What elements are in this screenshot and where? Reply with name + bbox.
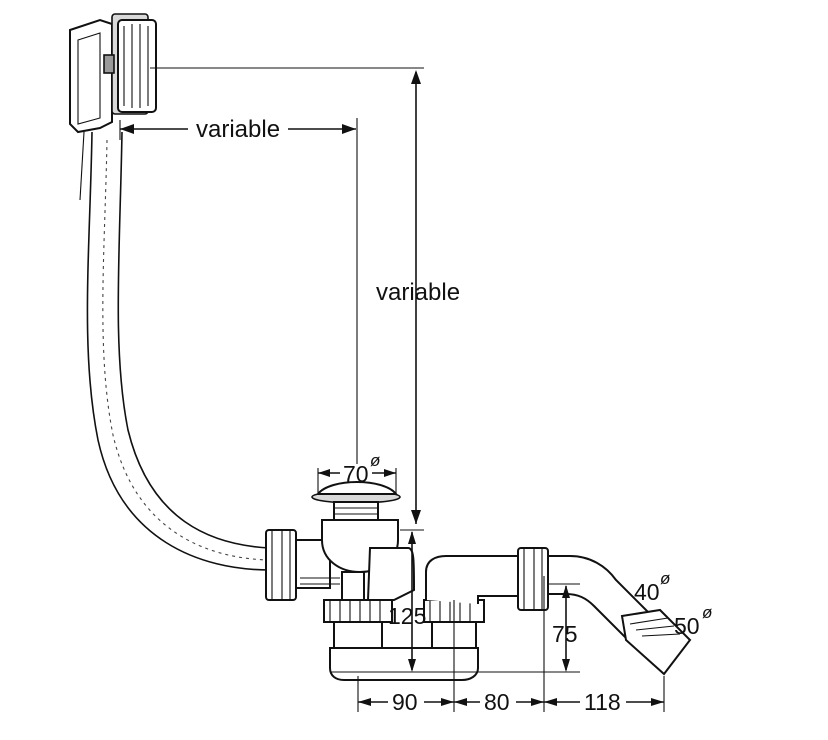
overflow-head	[69, 13, 157, 134]
overflow-height-label: variable	[376, 279, 460, 306]
outlet-diameter-small-label: 40	[634, 579, 660, 605]
hose-length-label: variable	[196, 116, 280, 143]
drain-plug	[311, 481, 416, 601]
trap-body	[323, 555, 521, 681]
spacing-80-label: 80	[484, 689, 510, 715]
outlet-diameter-large-symbol: ø	[702, 603, 712, 622]
outlet-elbow	[517, 547, 692, 676]
spacing-90-label: 90	[392, 689, 418, 715]
drain-diameter-symbol: ø	[370, 451, 380, 470]
trap-height-label: 75	[552, 621, 578, 647]
dimension-lines	[119, 67, 665, 712]
drain-diameter-label: 70	[343, 461, 369, 487]
outlet-diameter-large-label: 50	[674, 613, 700, 639]
flexible-hose	[79, 131, 271, 571]
outlet-diameter-small-symbol: ø	[660, 569, 670, 588]
hose-connector	[265, 529, 340, 601]
drain-height-label: 125	[388, 603, 426, 629]
spacing-118-label: 118	[584, 689, 621, 715]
